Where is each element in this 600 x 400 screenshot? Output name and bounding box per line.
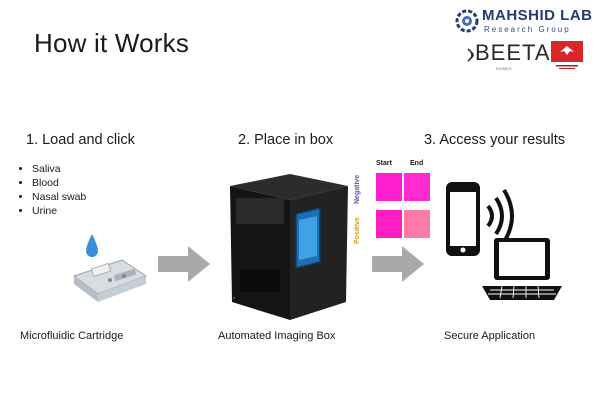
list-item: Nasal swab [32,190,86,204]
arrow-right-icon [158,246,210,282]
gear-molecule-icon [455,9,479,33]
list-item: Saliva [32,162,86,176]
step-3-heading: 3. Access your results [424,132,566,148]
mahshid-lab-subtitle: Research Group [484,25,571,34]
step-2-heading: 2. Place in box [238,132,334,148]
negative-start-swatch [376,173,402,201]
result-start-label: Start [376,160,392,167]
positive-label: Positive [354,217,361,244]
step-2-caption: Automated Imaging Box [218,330,336,342]
arrow-right-icon [372,246,424,282]
mahshid-lab-name: MAHSHID LAB [482,7,593,24]
beeta-wordmark: BEETA [475,40,551,65]
result-end-label: End [410,160,424,167]
sample-type-list: Saliva Blood Nasal swab Urine [14,162,86,218]
list-item: Urine [32,204,86,218]
negative-label: Negative [354,174,361,204]
mahshid-lab-logo: MAHSHID LAB Research Group [452,6,596,38]
wireless-icon [467,48,474,62]
step-1-caption: Microfluidic Cartridge [20,330,124,342]
negative-end-swatch [404,173,430,201]
beeta-tagline: BIOMED [496,66,512,71]
partner-logo [551,41,583,71]
automated-imaging-box-image [230,174,348,320]
microfluidic-cartridge-image [72,234,148,302]
step-1-heading: 1. Load and click [26,132,135,148]
page-title: How it Works [34,28,190,58]
step-3-caption: Secure Application [444,330,536,342]
beeta-logo: BEETA BIOMED [466,40,550,74]
positive-start-swatch [376,210,402,238]
phone-laptop-icon [446,182,562,300]
list-item: Blood [32,176,86,190]
positive-end-swatch [404,210,430,238]
